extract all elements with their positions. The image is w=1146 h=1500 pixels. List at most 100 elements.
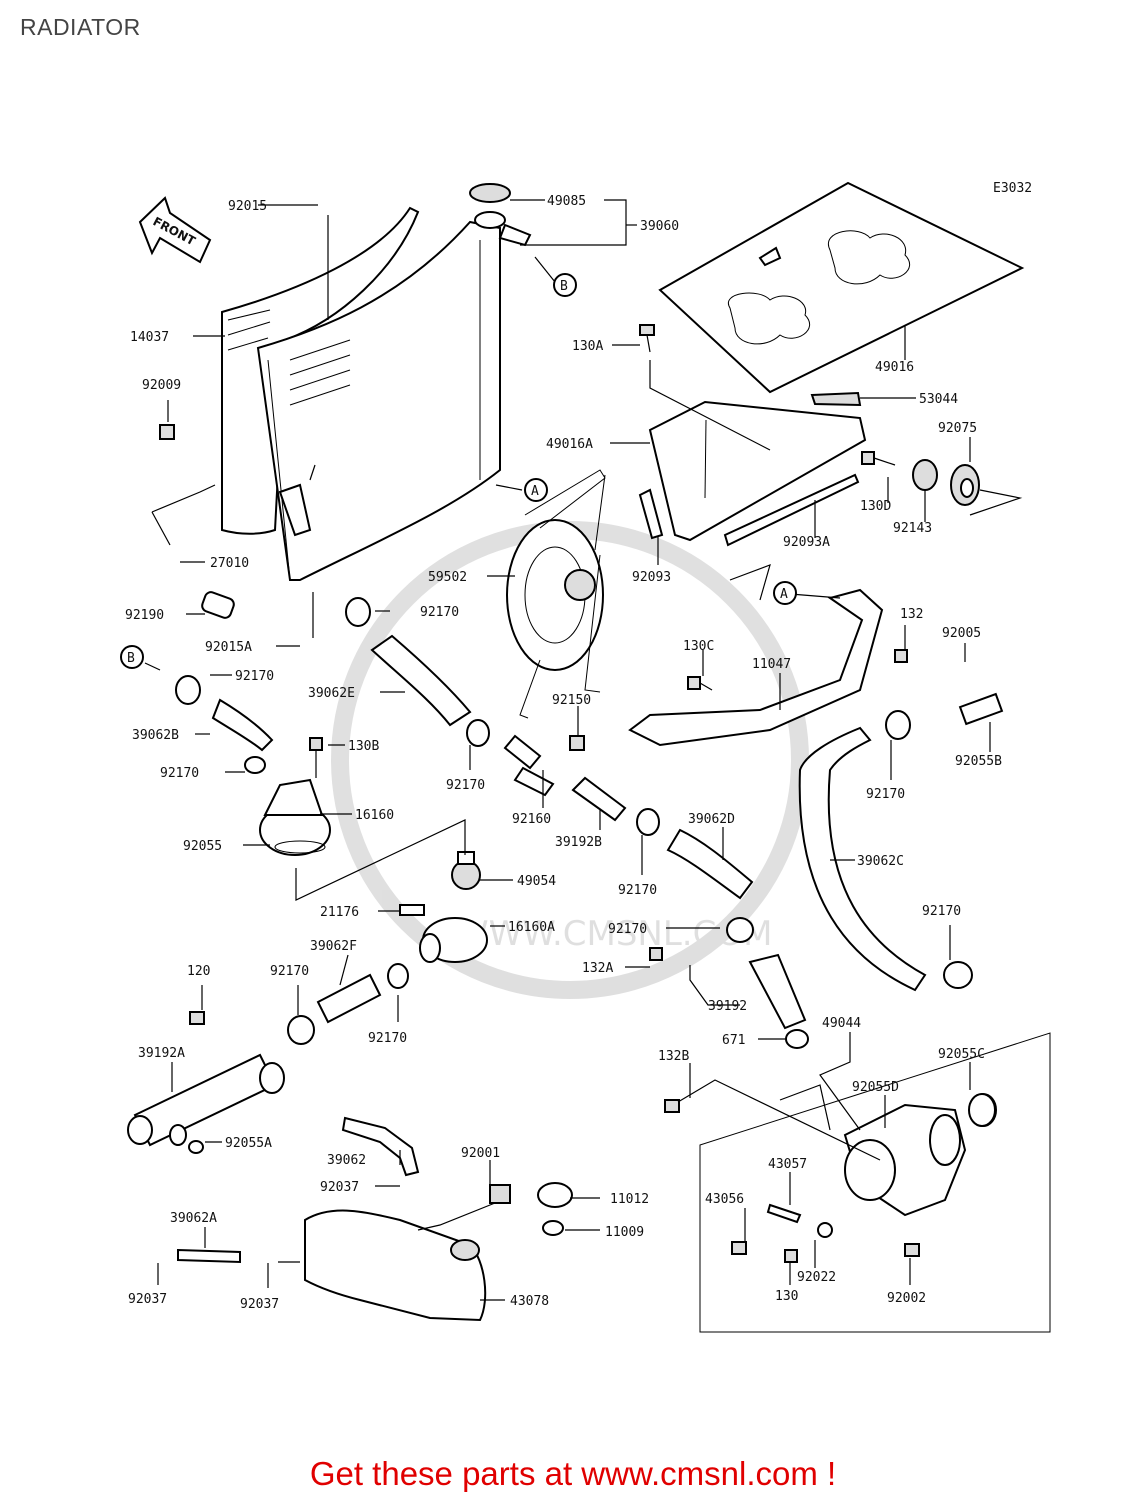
part-label: 39062F xyxy=(310,939,357,954)
diagram-code: E3032 xyxy=(993,181,1032,196)
ref-circle-b-lower: B xyxy=(120,645,144,669)
part-label: 132 xyxy=(900,607,923,622)
part-label: 92143 xyxy=(893,521,932,536)
part-label: 11009 xyxy=(605,1225,644,1240)
thermostat-cover xyxy=(259,778,331,856)
part-label: 92055D xyxy=(852,1080,899,1095)
side-panel xyxy=(658,181,1025,394)
hose-39062C xyxy=(798,726,927,992)
part-label: 92075 xyxy=(938,421,977,436)
part-label: 27010 xyxy=(210,556,249,571)
part-label: 92037 xyxy=(128,1292,167,1307)
part-label: 92055A xyxy=(225,1136,272,1151)
part-label: 92015 xyxy=(228,199,267,214)
part-label: 92055C xyxy=(938,1047,985,1062)
part-label: 132B xyxy=(658,1049,689,1064)
fan-bracket xyxy=(628,588,884,747)
ref-circle-a-lower: A xyxy=(773,581,797,605)
svg-text:B: B xyxy=(127,651,135,666)
hose-92190-side xyxy=(278,483,312,537)
hose-92190 xyxy=(201,591,235,619)
part-label: 39062B xyxy=(132,728,179,743)
upper-outlet xyxy=(498,223,532,247)
ref-circle-a-upper: A xyxy=(524,478,548,502)
cooling-fan xyxy=(506,469,606,719)
part-label: 43056 xyxy=(705,1192,744,1207)
part-label: 49044 xyxy=(822,1016,861,1031)
hose-39062E xyxy=(370,634,472,727)
part-label: 92093A xyxy=(783,535,830,550)
part-label: 39192B xyxy=(555,835,602,850)
watermark-text: WWW.CMSNL.COM xyxy=(455,914,772,954)
part-label: 49085 xyxy=(547,194,586,209)
part-label: 92170 xyxy=(922,904,961,919)
radiator-shroud xyxy=(221,206,420,535)
part-label: 39062 xyxy=(327,1153,366,1168)
thermostat-housing xyxy=(399,904,488,963)
thermostat xyxy=(451,851,481,890)
part-label: 53044 xyxy=(919,392,958,407)
part-label: 92160 xyxy=(512,812,551,827)
part-label: 92009 xyxy=(142,378,181,393)
part-label: 92170 xyxy=(235,669,274,684)
leader-lines xyxy=(144,199,1023,1301)
part-label: 92005 xyxy=(942,626,981,641)
part-label: 92022 xyxy=(797,1270,836,1285)
part-label: 39192 xyxy=(708,999,747,1014)
hose-clamps xyxy=(175,597,996,1154)
promo-footer-link[interactable]: Get these parts at www.cmsnl.com ! xyxy=(309,1455,837,1492)
part-label: 16160A xyxy=(508,920,555,935)
part-label: 92093 xyxy=(632,570,671,585)
part-label: 92170 xyxy=(446,778,485,793)
svg-text:B: B xyxy=(560,279,568,294)
part-label: 130 xyxy=(775,1289,798,1304)
part-label: 92037 xyxy=(320,1180,359,1195)
water-pump-box xyxy=(699,1029,1051,1333)
part-label: 92170 xyxy=(160,766,199,781)
part-label: 92170 xyxy=(368,1031,407,1046)
radiator-core xyxy=(256,220,501,581)
part-label: 130B xyxy=(348,739,379,754)
part-label: 92170 xyxy=(420,605,459,620)
part-label: 130D xyxy=(860,499,891,514)
svg-text:A: A xyxy=(531,484,539,499)
part-label: 120 xyxy=(187,964,210,979)
trim-strip xyxy=(638,473,860,547)
part-label: 92002 xyxy=(887,1291,926,1306)
hose-39062D xyxy=(666,828,754,900)
part-label: 92055 xyxy=(183,839,222,854)
part-label: 14037 xyxy=(130,330,169,345)
hose-39062F xyxy=(316,973,382,1024)
part-label: 92001 xyxy=(461,1146,500,1161)
part-label: 39192A xyxy=(138,1046,185,1061)
part-label: 92170 xyxy=(866,787,905,802)
part-label: 43057 xyxy=(768,1157,807,1172)
part-label: 92150 xyxy=(552,693,591,708)
part-label: 39062A xyxy=(170,1211,217,1226)
part-labels: 92015 49085 39060 14037 92009 27010 9219… xyxy=(125,194,1002,1312)
water-pipe-39192A xyxy=(127,1053,285,1147)
part-label: 39060 xyxy=(640,219,679,234)
part-label: 43078 xyxy=(510,1294,549,1309)
part-label: 92170 xyxy=(270,964,309,979)
part-label: 59502 xyxy=(428,570,467,585)
pipe-39192 xyxy=(748,953,807,1030)
part-label: 49016A xyxy=(546,437,593,452)
part-label: 92190 xyxy=(125,608,164,623)
front-arrow-icon: FRONT xyxy=(138,196,212,264)
part-label: 16160 xyxy=(355,808,394,823)
part-label: 49016 xyxy=(875,360,914,375)
lower-panel xyxy=(648,400,867,542)
part-label: 39062E xyxy=(308,686,355,701)
part-label: 92015A xyxy=(205,640,252,655)
part-label: 39062D xyxy=(688,812,735,827)
part-label: 49054 xyxy=(517,874,556,889)
ref-circle-b-upper: B xyxy=(553,273,577,297)
part-label: 132A xyxy=(582,961,613,976)
part-label: 92055B xyxy=(955,754,1002,769)
part-label: 11047 xyxy=(752,657,791,672)
part-label: 130C xyxy=(683,639,714,654)
part-label: 11012 xyxy=(610,1192,649,1207)
strip-53044 xyxy=(810,391,862,407)
hose-segments xyxy=(503,734,627,822)
